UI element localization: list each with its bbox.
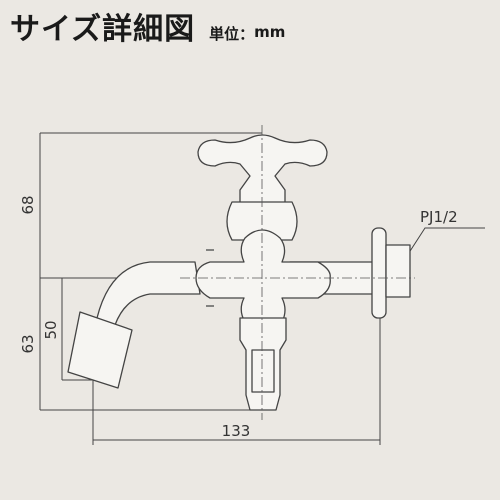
header: サイズ詳細図 単位： mm [10,4,285,48]
center-body [195,229,331,331]
thread-leader-line [402,227,485,263]
unit-value: mm [254,23,286,41]
body-detail-lines [206,249,214,307]
unit-label: 単位： [209,25,255,43]
dim-spout-height: 50 [42,320,60,339]
inlet-flange [371,227,387,319]
spout-nozzle [67,311,133,389]
outlet-inner-detail [251,349,275,393]
center-lines [180,125,415,420]
dim-overall-width: 133 [222,422,251,440]
thread-label: PJ1/2 [420,208,458,226]
faucet-body [67,134,411,411]
spout-pipe [96,261,201,326]
upper-handle [197,134,328,236]
unit-note: 単位： mm [209,23,285,44]
lower-outlet [239,317,287,411]
dim-upper-height: 68 [19,195,37,214]
inlet-thread [385,244,411,298]
dim-lower-height: 63 [19,334,37,353]
page-title: サイズ詳細図 [10,12,196,47]
